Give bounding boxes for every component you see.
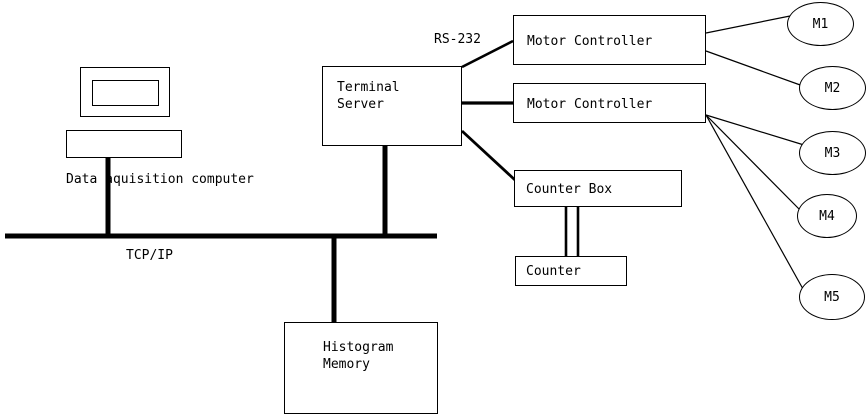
motor-label-m4: M4 — [819, 208, 835, 224]
wire-terminal-server-to-motor-controller-1 — [461, 39, 514, 69]
motor-controller-2-node[interactable]: Motor Controller — [513, 83, 706, 123]
rs232-link-label: RS-232 — [434, 32, 481, 47]
motor-node-m1[interactable]: M1 — [787, 2, 854, 46]
tcpip-bus-label: TCP/IP — [126, 248, 173, 263]
counter-box-label: Counter Box — [526, 182, 613, 197]
motor-label-m5: M5 — [824, 289, 840, 305]
wire-motor-controller-2-to-m3 — [705, 114, 805, 146]
histogram-memory-node[interactable]: Histogram Memory — [284, 322, 438, 414]
histogram-memory-label: Histogram Memory — [323, 340, 394, 372]
motor-label-m3: M3 — [824, 145, 841, 161]
motor-label-m1: M1 — [812, 16, 829, 32]
terminal-server-node[interactable]: Terminal Server — [322, 66, 462, 146]
motor-controller-2-label: Motor Controller — [527, 97, 653, 112]
motor-node-m5[interactable]: M5 — [799, 274, 865, 320]
counter-label: Counter — [526, 264, 581, 279]
daq-computer-chassis — [66, 130, 182, 158]
wire-motor-controller-2-to-m4 — [705, 114, 802, 212]
motor-label-m2: M2 — [824, 80, 841, 96]
counter-box-node[interactable]: Counter Box — [514, 170, 682, 207]
counter-node[interactable]: Counter — [515, 256, 627, 286]
wire-motor-controller-2-to-m5 — [705, 114, 804, 290]
motor-controller-1-node[interactable]: Motor Controller — [513, 15, 706, 65]
daq-computer-monitor-screen — [92, 80, 159, 106]
wire-terminal-server-to-counter-box — [461, 129, 516, 182]
terminal-server-label: Terminal Server — [337, 80, 400, 112]
wire-motor-controller-1-to-m1 — [705, 15, 791, 34]
wire-motor-controller-1-to-m2 — [705, 50, 804, 87]
motor-node-m2[interactable]: M2 — [799, 66, 866, 110]
motor-node-m4[interactable]: M4 — [797, 194, 857, 238]
daq-computer-label: Data aquisition computer — [66, 172, 254, 187]
motor-node-m3[interactable]: M3 — [799, 131, 866, 175]
motor-controller-1-label: Motor Controller — [527, 34, 653, 49]
